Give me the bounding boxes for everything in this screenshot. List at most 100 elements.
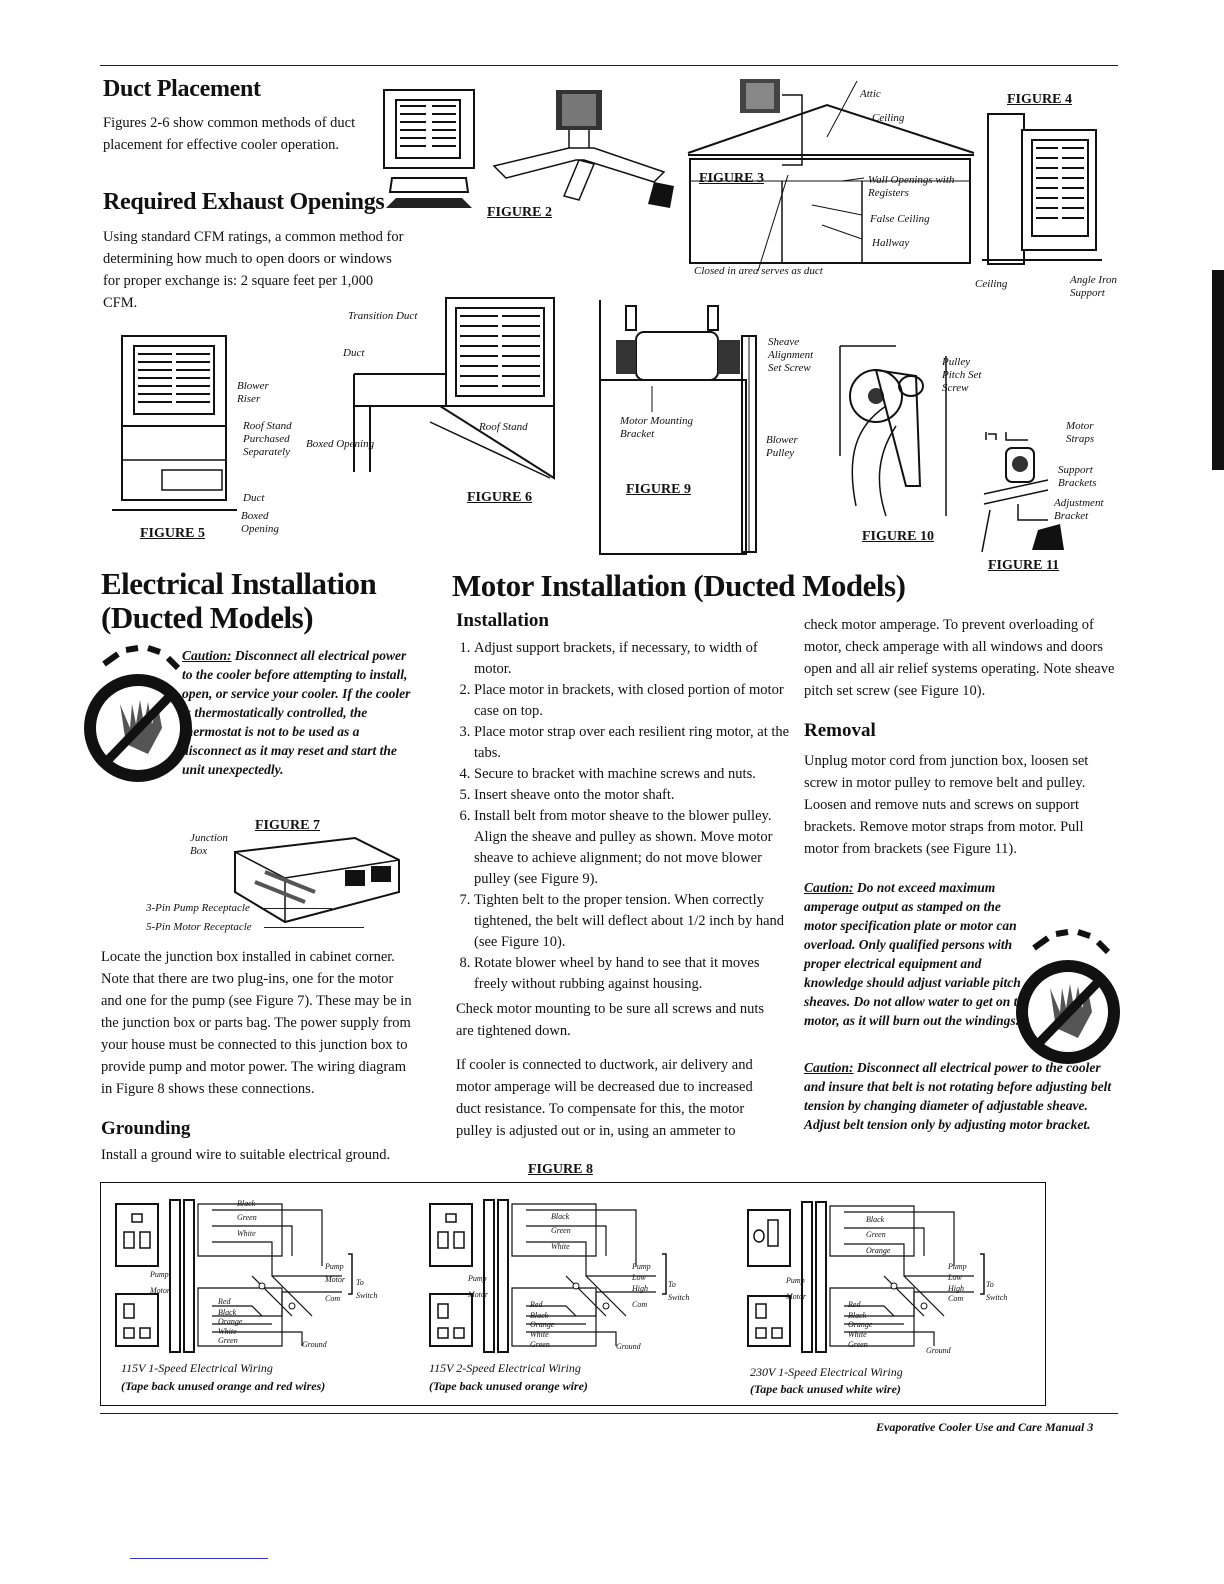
fig7-pump: 3-Pin Pump Receptacle <box>146 902 250 914</box>
motor-label: Motor <box>468 1290 488 1299</box>
fig3-false-ceiling: False Ceiling <box>870 213 930 225</box>
figure-9-label: FIGURE 9 <box>626 482 691 497</box>
wire-orange: Orange <box>218 1317 243 1326</box>
fig11-adjustment: Adjustment Bracket <box>1054 497 1104 522</box>
wire-green: Green <box>848 1340 868 1349</box>
removal-text: Unplug motor cord from junction box, loo… <box>804 753 1089 857</box>
wire-pump: Pump <box>632 1262 651 1271</box>
diagram3-caption: 230V 1-Speed Electrical Wiring <box>750 1365 903 1379</box>
wire-red: Red <box>218 1297 231 1306</box>
wire-to-switch: To Switch <box>986 1280 1008 1302</box>
figure-8-label: FIGURE 8 <box>528 1162 593 1177</box>
wire-to-switch: To Switch <box>356 1278 378 1300</box>
motor-label: Motor <box>150 1286 170 1295</box>
fig9-motor-mounting: Motor Mounting Bracket <box>620 415 694 440</box>
fig3-wall-openings: Wall Openings with Registers <box>868 174 955 199</box>
duct-placement-heading: Duct Placement <box>103 76 261 102</box>
grounding-text: Install a ground wire to suitable electr… <box>101 1147 391 1163</box>
caution-text: Disconnect all electrical power to the c… <box>182 648 411 777</box>
fig4-ceiling: Ceiling <box>975 278 1008 290</box>
fig6-roof-stand: Roof Stand <box>479 421 528 433</box>
step-item: Place motor in brackets, with closed por… <box>474 680 796 722</box>
diagram2-note: (Tape back unused orange wire) <box>429 1379 588 1393</box>
wire-white: White <box>530 1330 549 1339</box>
figure-7-label: FIGURE 7 <box>255 818 320 833</box>
fig11-motor-straps: Motor Straps <box>1066 420 1095 445</box>
fig7-junction: Junction Box <box>190 832 228 857</box>
wire-green: Green <box>551 1226 571 1235</box>
wiring-diagram-115v-1speed <box>115 1199 353 1353</box>
step-item: Adjust support brackets, if necessary, t… <box>474 638 796 680</box>
continued-text: check motor amperage. To prevent overloa… <box>804 617 1115 699</box>
caution-word: Caution: <box>804 880 854 895</box>
motor-caution-2: Caution: Disconnect all electrical power… <box>804 1058 1116 1134</box>
electrical-heading-1: Electrical Installation <box>101 566 377 601</box>
fig7-leader-2 <box>264 927 364 928</box>
wire-com: Com <box>632 1300 648 1309</box>
figure-6-ducted <box>353 297 555 480</box>
wire-black: Black <box>218 1308 237 1317</box>
grounding-heading: Grounding <box>101 1118 191 1139</box>
figure-2-duct-diagram <box>492 90 674 208</box>
wiring-diagram-115v-2speed <box>429 1199 667 1353</box>
figure-9-motor-pulley <box>599 300 757 555</box>
fig6-boxed-opening: Boxed Opening <box>306 438 375 450</box>
fig3-hallway: Hallway <box>872 237 910 249</box>
electrical-body: Locate the junction box installed in cab… <box>101 949 412 1097</box>
fig5-duct: Duct <box>243 492 265 504</box>
wire-com: Com <box>325 1294 341 1303</box>
caution-text: Disconnect all electrical power to the c… <box>804 1060 1112 1132</box>
fig4-angle-iron: Angle Iron Support <box>1070 274 1117 299</box>
figure-6-label: FIGURE 6 <box>467 490 532 505</box>
wire-high: High <box>948 1284 964 1293</box>
figure-4-label: FIGURE 4 <box>1007 92 1072 107</box>
figure-2-label: FIGURE 2 <box>487 205 552 220</box>
wire-white: White <box>551 1242 570 1251</box>
duct-text: If cooler is connected to ductwork, air … <box>456 1057 753 1139</box>
figure-3-house-diagram <box>687 79 975 272</box>
wire-white: White <box>218 1327 237 1336</box>
diagram1-caption: 115V 1-Speed Electrical Wiring <box>121 1361 273 1375</box>
figure-3-label: FIGURE 3 <box>699 171 764 186</box>
figure-10-label: FIGURE 10 <box>862 529 934 544</box>
fig3-ceiling: Ceiling <box>872 112 905 124</box>
wire-to-switch: To Switch <box>668 1280 690 1302</box>
fig3-closed-in: Closed in area serves as duct <box>694 265 823 277</box>
wire-orange: Orange <box>866 1246 891 1255</box>
fig5-blower-riser: Blower Riser <box>237 380 269 405</box>
wire-red: Red <box>530 1300 543 1309</box>
figure-10-hand-pulley <box>839 345 947 517</box>
motor-heading: Motor Installation (Ducted Models) <box>452 568 906 603</box>
step-item: Secure to bracket with machine screws an… <box>474 764 796 785</box>
page-end-mark <box>130 1558 268 1559</box>
installation-heading: Installation <box>456 610 549 631</box>
fig6-transition-duct: Transition Duct <box>348 310 418 322</box>
bottom-rule <box>100 1413 1118 1414</box>
wire-white: White <box>237 1229 256 1238</box>
figure-2-cooler-front <box>383 89 475 208</box>
wire-orange: Orange <box>848 1320 873 1329</box>
wire-com: Com <box>948 1294 964 1303</box>
wire-black: Black <box>848 1311 867 1320</box>
wire-low: Low <box>948 1273 962 1282</box>
pump-label: Pump <box>468 1274 487 1283</box>
fig6-duct: Duct <box>343 347 365 359</box>
electrical-heading-2: (Ducted Models) <box>101 600 314 635</box>
wire-green: Green <box>218 1336 238 1345</box>
wire-green: Green <box>237 1213 257 1222</box>
step-item: Tighten belt to the proper tension. When… <box>474 890 796 953</box>
caution-word: Caution: <box>804 1060 854 1075</box>
wire-pump: Pump <box>948 1262 967 1271</box>
check-text: Check motor mounting to be sure all scre… <box>456 1001 765 1039</box>
footer-text: Evaporative Cooler Use and Care Manual 3 <box>876 1420 1094 1434</box>
diagram1-note: (Tape back unused orange and red wires) <box>121 1379 326 1393</box>
wire-orange: Orange <box>530 1320 555 1329</box>
caution-badge-icon <box>84 645 192 782</box>
wire-low: Low <box>632 1273 646 1282</box>
section-tab <box>1212 270 1224 470</box>
duct-placement-text: Figures 2-6 show common methods of duct … <box>103 115 356 153</box>
step-item: Install belt from motor sheave to the bl… <box>474 806 796 890</box>
figure-5-roof-stand <box>112 335 237 511</box>
wire-black: Black <box>530 1311 549 1320</box>
wire-black: Black <box>866 1215 885 1224</box>
